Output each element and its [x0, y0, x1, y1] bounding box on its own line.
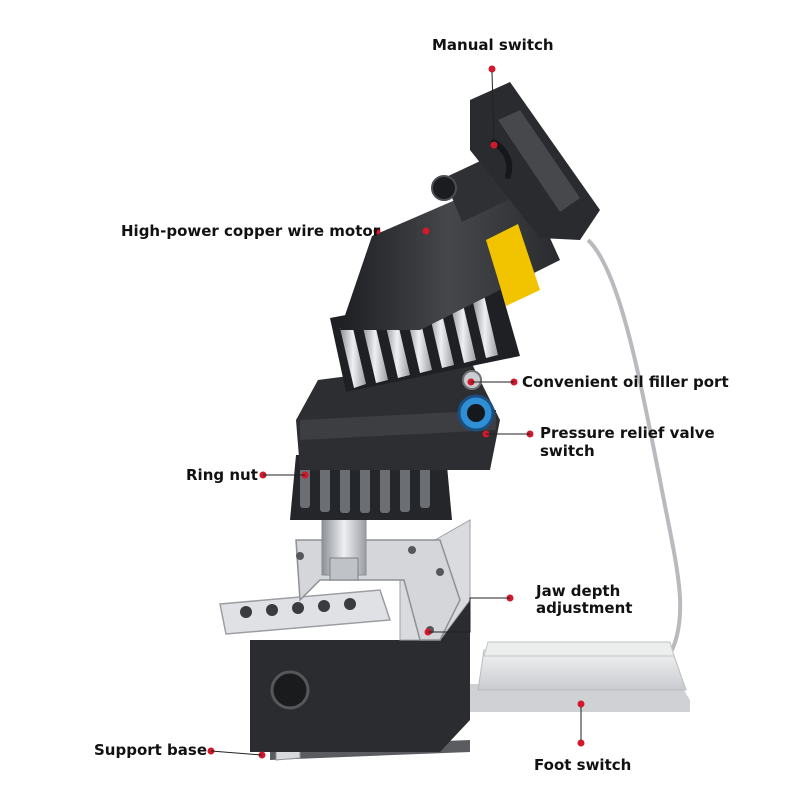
label-support-base: Support base — [94, 741, 208, 759]
label-oil-port: Convenient oil filler port — [522, 373, 729, 391]
callout-lines — [210, 71, 582, 756]
label-manual-switch: Manual switch — [432, 36, 554, 54]
label-relief-valve-line2: switch — [540, 442, 595, 460]
label-foot-switch: Foot switch — [534, 756, 632, 774]
foot-switch-pedal — [470, 641, 690, 712]
dot-foot-switch — [577, 700, 585, 708]
label-jaw-depth-line1: Jaw depth — [536, 582, 621, 600]
steel-plate — [219, 589, 392, 635]
ring-nut-part — [290, 455, 452, 520]
power-cord — [586, 238, 683, 651]
label-motor: High-power copper wire motor — [121, 222, 381, 240]
dot-manual-switch-2 — [490, 141, 498, 149]
dot-foot-switch-2 — [577, 739, 585, 747]
label-jaw-depth-line2: adjustment — [536, 599, 633, 617]
dot-manual-switch — [488, 65, 496, 73]
dot-motor — [373, 227, 381, 235]
label-ring-nut: Ring nut — [186, 466, 258, 484]
relief-valve-part — [457, 394, 495, 432]
label-relief-valve-line1: Pressure relief valve — [540, 424, 715, 442]
dot-motor-2 — [422, 227, 430, 235]
